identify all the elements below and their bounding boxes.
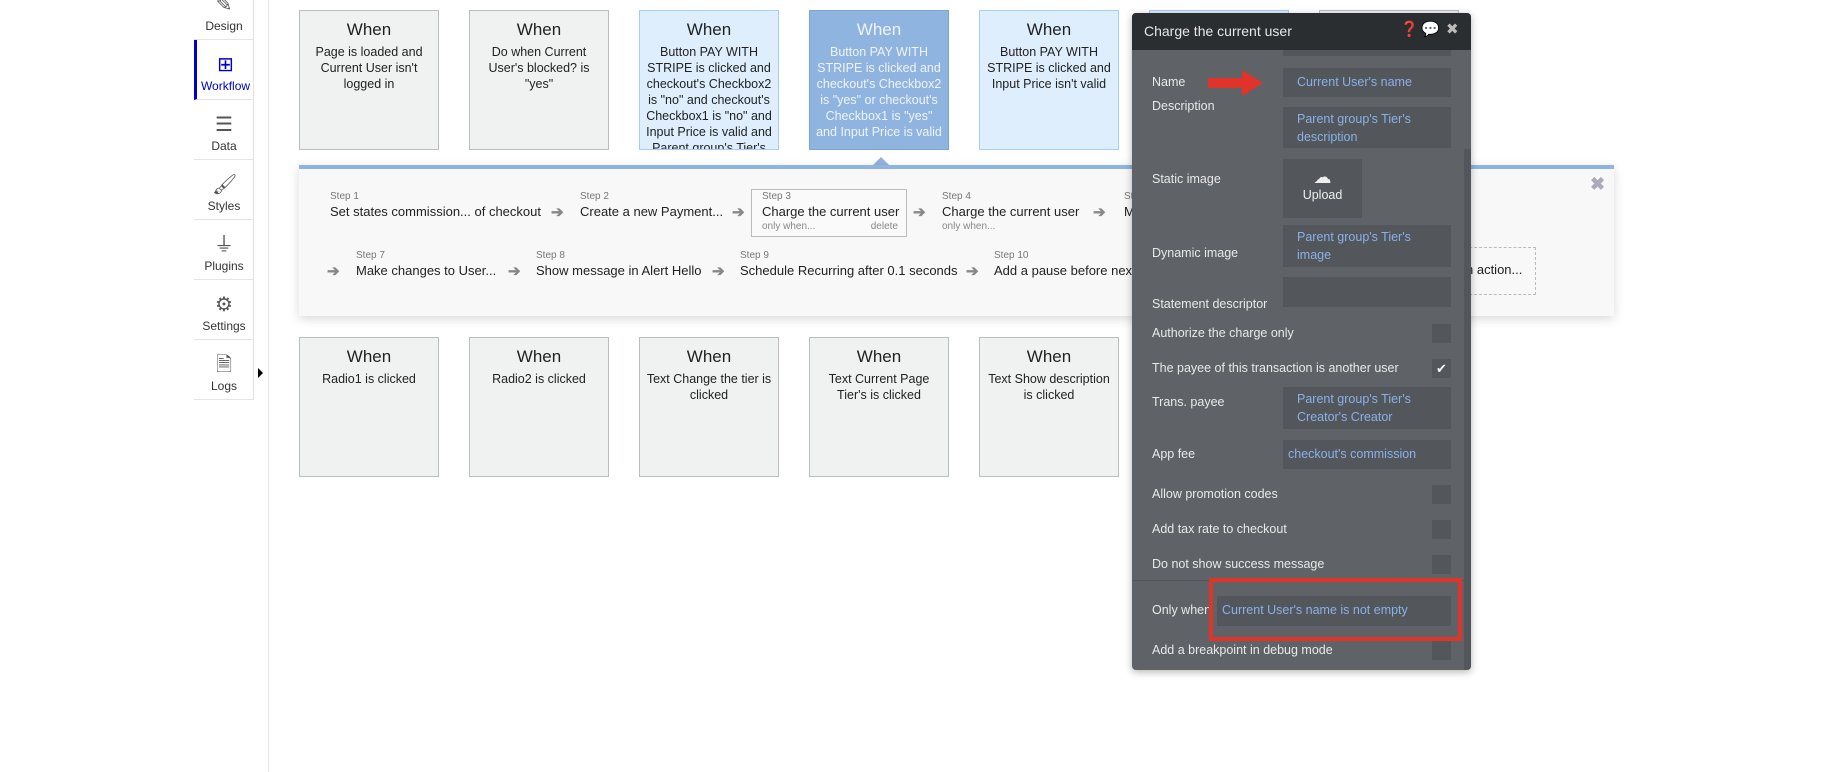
dynamic-image-input[interactable]: Parent group's Tier's image — [1283, 225, 1451, 267]
sidebar-item-workflow[interactable]: ⊞Workflow — [194, 40, 254, 100]
divider — [268, 0, 269, 772]
description-input[interactable]: Parent group's Tier's description — [1283, 107, 1451, 148]
payee-label: The payee of this transaction is another… — [1152, 361, 1399, 375]
promo-label: Allow promotion codes — [1152, 487, 1278, 501]
statement-descriptor-input[interactable] — [1283, 277, 1451, 307]
payee-checkbox[interactable]: ✔ — [1432, 359, 1451, 378]
arrow-right-icon: ➔ — [913, 204, 926, 221]
workflow-icon: ⊞ — [217, 54, 234, 76]
app-fee-label: App fee — [1152, 447, 1196, 461]
sidebar-item-plugins[interactable]: ⏚Plugins — [194, 220, 254, 280]
only-when-input[interactable]: Current User's name is not empty — [1217, 596, 1451, 626]
statement-label: Statement descriptor — [1152, 297, 1268, 311]
dynamic-image-label: Dynamic image — [1152, 246, 1239, 260]
upload-button[interactable]: ☁Upload — [1283, 159, 1362, 218]
panel-title: Charge the current user — [1144, 23, 1292, 39]
promo-checkbox[interactable] — [1432, 485, 1451, 504]
sidebar-item-styles[interactable]: 🖌Styles — [194, 160, 254, 220]
sidebar-item-data[interactable]: ☰Data — [194, 100, 254, 160]
no-success-label: Do not show success message — [1152, 557, 1325, 571]
action-property-panel: Charge the current user ❓ 💬 ✖ Name Curre… — [1132, 13, 1471, 670]
no-success-checkbox[interactable] — [1432, 555, 1451, 574]
document-icon: 🗎 — [215, 354, 233, 376]
tax-label: Add tax rate to checkout — [1152, 522, 1287, 536]
panel-header: Charge the current user ❓ 💬 ✖ — [1132, 13, 1471, 50]
database-icon: ☰ — [215, 114, 233, 136]
authorize-checkbox[interactable] — [1432, 324, 1451, 343]
sidebar-item-logs[interactable]: 🗎Logs — [194, 340, 254, 400]
plug-icon: ⏚ — [214, 234, 234, 256]
selected-pointer — [873, 157, 889, 165]
app-fee-input[interactable]: checkout's commission — [1283, 440, 1451, 469]
tax-checkbox[interactable] — [1432, 520, 1451, 539]
breakpoint-checkbox[interactable] — [1432, 641, 1451, 660]
sidebar-item-settings[interactable]: ⚙Settings — [194, 280, 254, 340]
help-icon[interactable]: ❓ — [1400, 21, 1419, 38]
hidden-field-input[interactable] — [1283, 50, 1451, 56]
breakpoint-label: Add a breakpoint in debug mode — [1152, 643, 1333, 657]
arrow-right-icon: ➔ — [732, 204, 745, 221]
trans-payee-label: Trans. payee — [1152, 395, 1225, 409]
arrow-right-icon: ➔ — [327, 263, 340, 280]
name-label: Name — [1152, 75, 1186, 89]
brush-icon: 🖌 — [212, 174, 238, 196]
checkmark-icon: ✔ — [1436, 361, 1447, 376]
arrow-right-icon: ➔ — [966, 263, 979, 280]
name-input[interactable]: Current User's name — [1283, 68, 1451, 97]
description-label: Description — [1152, 99, 1215, 113]
design-icon: ✎ — [215, 0, 233, 16]
cloud-upload-icon: ☁ — [1313, 167, 1332, 187]
scrollbar[interactable] — [1464, 149, 1471, 670]
authorize-label: Authorize the charge only — [1152, 326, 1294, 340]
red-arrow-icon — [1208, 70, 1263, 96]
close-icon[interactable]: ✖ — [1446, 21, 1459, 38]
gear-icon: ⚙ — [215, 294, 233, 316]
comment-icon[interactable]: 💬 — [1421, 21, 1440, 38]
arrow-right-icon: ➔ — [712, 263, 725, 280]
selected-step-box[interactable] — [751, 189, 907, 237]
close-icon[interactable]: ✖ — [1590, 174, 1606, 194]
sidebar: ✎Design ⊞Workflow ☰Data 🖌Styles ⏚Plugins… — [194, 0, 254, 400]
static-image-label: Static image — [1152, 172, 1221, 186]
delete-step-link[interactable]: delete — [870, 221, 898, 232]
only-when-label: Only when — [1152, 603, 1212, 617]
arrow-right-icon: ➔ — [1093, 204, 1106, 221]
expand-arrow-icon[interactable] — [258, 368, 263, 378]
trans-payee-input[interactable]: Parent group's Tier's Creator's Creator — [1283, 387, 1451, 429]
sidebar-item-design[interactable]: ✎Design — [194, 0, 254, 40]
arrow-right-icon: ➔ — [551, 204, 564, 221]
highlight-box — [1209, 578, 1462, 641]
arrow-right-icon: ➔ — [508, 263, 521, 280]
